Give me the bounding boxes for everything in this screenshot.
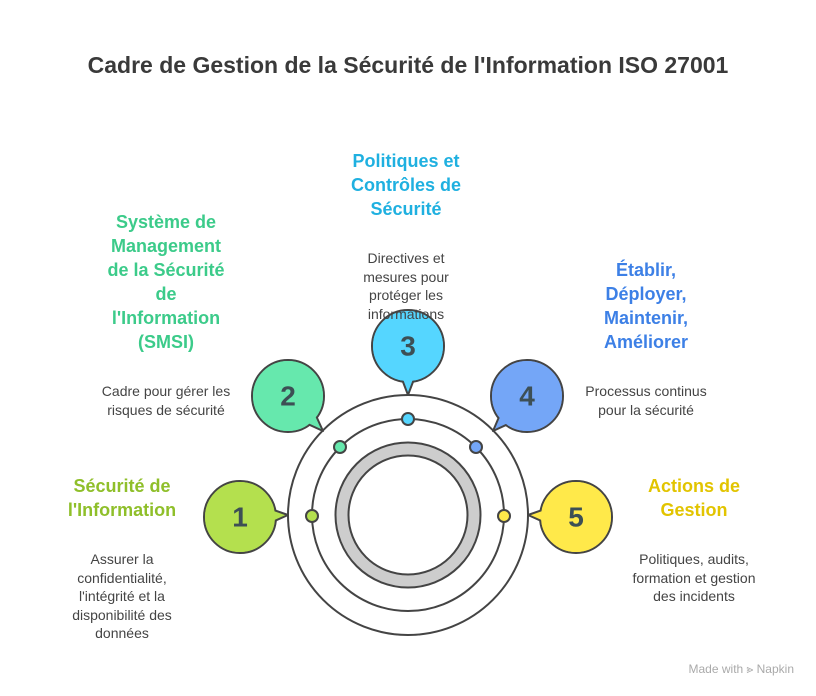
item-3-description: Directives et mesures pour protéger les … [363, 250, 449, 322]
item-1-bubble-fill [205, 482, 275, 552]
item-1-dot [305, 509, 319, 523]
item-1-title: Sécurité de l'Information [67, 476, 177, 520]
item-1-description: Assurer la confidentialité, l'intégrité … [72, 551, 172, 641]
core-ring-fill [336, 443, 480, 587]
diagram-title: Cadre de Gestion de la Sécurité de l'Inf… [87, 52, 729, 78]
item-5-description: Politiques, audits, formation et gestion… [632, 551, 756, 604]
item-5-dot [497, 509, 511, 523]
item-5-number: 5 [568, 502, 584, 533]
item-2-bubble-fill [253, 361, 323, 431]
item-3-bubble-fill [373, 311, 443, 381]
item-4-bubble-fill [492, 361, 562, 431]
item-4-title: Établir, Déployer, Maintenir, Améliorer [603, 260, 689, 352]
item-4-dot [469, 440, 483, 454]
item-3-number: 3 [400, 331, 416, 362]
item-1-number: 1 [232, 502, 248, 533]
item-4-description: Processus continus pour la sécurité [585, 383, 707, 418]
item-2-title: Système de Management de la Sécurité de … [107, 212, 225, 352]
item-5-bubble-fill [541, 482, 611, 552]
item-3-title: Politiques et Contrôles de Sécurité [350, 151, 461, 219]
item-2-dot [333, 440, 347, 454]
item-5-title: Actions de Gestion [647, 476, 740, 520]
item-2-description: Cadre pour gérer les risques de sécurité [101, 383, 231, 418]
napkin-watermark: Made with ⪢ Napkin [688, 662, 794, 676]
item-3-dot [401, 412, 415, 426]
item-4-number: 4 [519, 381, 535, 412]
item-2-number: 2 [280, 381, 296, 412]
